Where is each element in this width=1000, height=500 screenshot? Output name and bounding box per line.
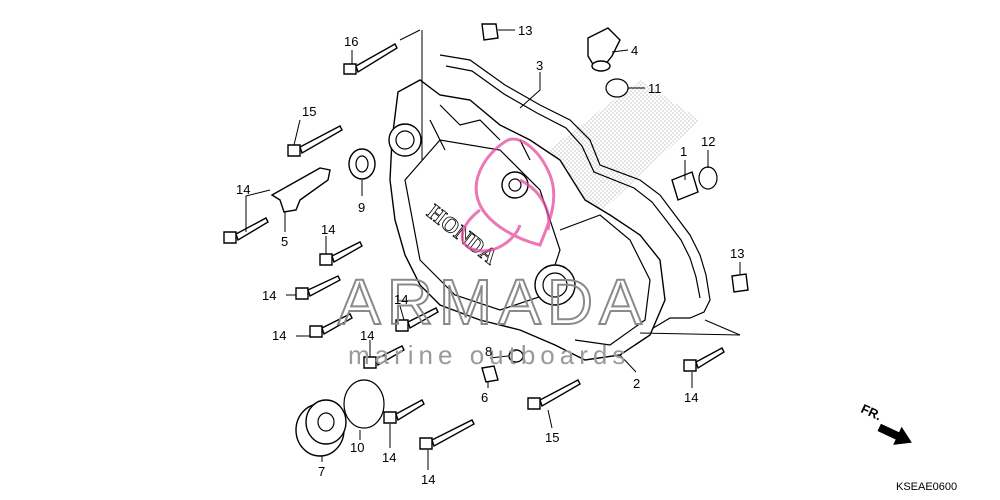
callout-16: 16: [344, 34, 358, 49]
bolt-16: [343, 43, 398, 75]
washer-8: [508, 349, 524, 363]
callout-15-lower: 15: [545, 430, 559, 445]
filler-cap-base: [591, 60, 611, 72]
dowel-13-right: [731, 273, 749, 293]
plug-cap-7: [295, 399, 347, 457]
watermark-tagline: marine outboards: [348, 340, 630, 370]
o-ring-12: [698, 166, 718, 190]
callout-13-right: 13: [730, 246, 744, 261]
water-pump-boss: [534, 264, 576, 306]
callout-15-upper: 15: [302, 104, 316, 119]
callout-3: 3: [536, 58, 543, 73]
callout-14-g: 14: [684, 390, 698, 405]
bolt-14-c: [295, 275, 341, 300]
callout-2: 2: [633, 376, 640, 391]
gasket-inner: [445, 65, 701, 299]
callout-9: 9: [358, 200, 365, 215]
bolt-15-upper: [287, 125, 343, 157]
bolt-14-d: [309, 313, 353, 338]
cover-ribs: [429, 104, 531, 161]
bolt-14-left: [223, 217, 269, 244]
callout-14-f: 14: [360, 328, 374, 343]
bracket-5: [270, 167, 331, 213]
o-ring-11: [605, 78, 629, 98]
callout-5: 5: [281, 234, 288, 249]
dowel-13-top: [481, 23, 499, 41]
bolt-14-i: [419, 419, 475, 450]
oil-seal-9: [348, 148, 376, 180]
filler-hole: [508, 178, 522, 192]
callout-12: 12: [701, 134, 715, 149]
callout-11: 11: [648, 81, 662, 96]
callout-13-top: 13: [518, 23, 532, 38]
callout-7: 7: [318, 464, 325, 479]
front-direction-indicator: FR.: [859, 401, 912, 445]
watermark-heart-icon: [460, 137, 556, 253]
bolt-6: [481, 365, 499, 383]
callout-14-h: 14: [382, 450, 396, 465]
callout-8: 8: [485, 344, 492, 359]
front-label: FR.: [859, 401, 884, 423]
drawing-code: KSEAE0600: [896, 481, 957, 493]
callout-1: 1: [680, 144, 687, 159]
watermark-name: ARMADA: [338, 266, 648, 338]
callout-14-d: 14: [272, 328, 286, 343]
oil-seal-9-inner: [355, 155, 369, 173]
filler-boss: [501, 171, 529, 199]
callout-6: 6: [481, 390, 488, 405]
front-arrow-icon: [877, 423, 912, 445]
o-ring-10: [343, 379, 385, 429]
callout-14-c: 14: [262, 288, 276, 303]
callout-4: 4: [631, 43, 638, 58]
oil-seal-boss: [388, 123, 422, 157]
bolt-14-h: [383, 399, 425, 424]
bolt-14-g: [683, 347, 725, 372]
bolt-15-lower: [527, 379, 581, 410]
water-pump-housing: [559, 214, 651, 346]
oil-seal-hole: [395, 130, 415, 150]
callout-14-e: 14: [394, 292, 408, 307]
water-pump-hole: [542, 272, 568, 298]
callout-14-b: 14: [321, 222, 335, 237]
crankcase-cover: [389, 79, 666, 361]
filler-cap-4: [587, 27, 621, 67]
watermark: ARMADA marine outboards: [337, 137, 648, 370]
callout-14-left: 14: [236, 182, 250, 197]
callout-10: 10: [350, 440, 364, 455]
leader-lines: [245, 29, 741, 470]
gasket: [439, 54, 711, 334]
assembly-outline: [399, 29, 741, 336]
bolt-14-f: [363, 345, 405, 369]
bolt-14-b: [319, 241, 363, 266]
callout-labels: 16 15 14 5 9 14 14 14 14 14 13 3 4 11 1 …: [236, 23, 744, 487]
callout-14-i: 14: [421, 472, 435, 487]
